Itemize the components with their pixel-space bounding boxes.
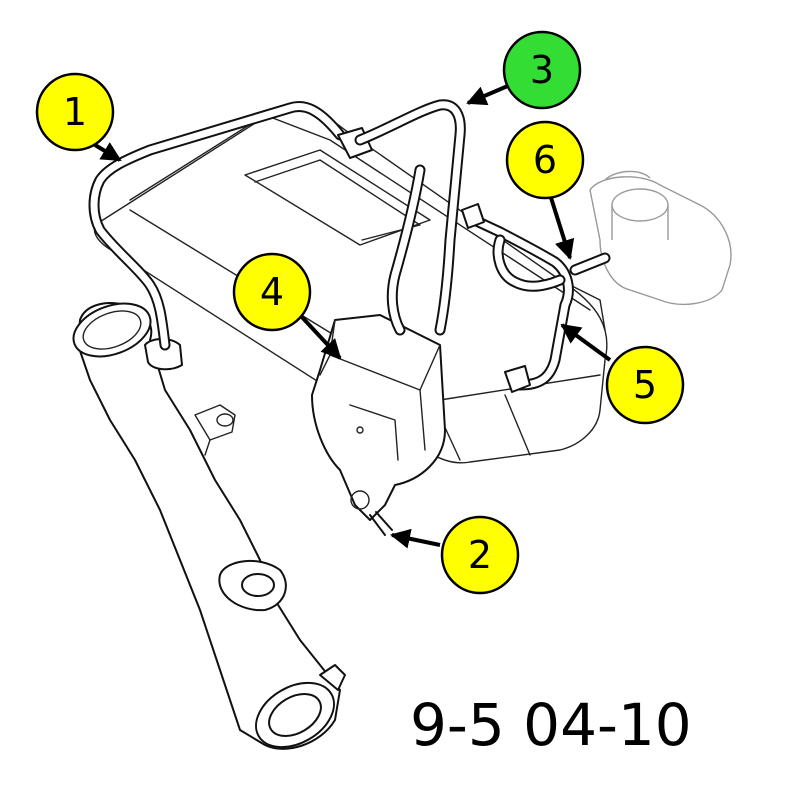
callout-3-label: 3: [530, 48, 554, 92]
canister: [311, 314, 446, 536]
callout-6: 6: [505, 120, 585, 200]
intake-duct: [72, 302, 346, 750]
leader-arrows: [93, 83, 612, 549]
arrow-4: [298, 313, 342, 360]
callout-4-label: 4: [260, 270, 284, 314]
callout-6-label: 6: [533, 138, 557, 182]
callout-3-circle: [502, 30, 582, 110]
background-component: [589, 170, 732, 305]
callout-3: 3: [502, 30, 582, 110]
callout-4: 4: [232, 252, 312, 332]
arrow-2: [390, 528, 441, 549]
callout-2: 2: [440, 515, 520, 595]
callout-6-circle: [505, 120, 585, 200]
arrow-5: [560, 323, 612, 362]
callout-5: 5: [605, 345, 685, 425]
callout-2-circle: [440, 515, 520, 595]
hose-3: [354, 99, 466, 336]
callout-5-circle: [605, 345, 685, 425]
diagram-id: 9-5 04-10: [410, 691, 692, 759]
arrow-3: [466, 83, 511, 106]
callout-1-circle: [35, 72, 115, 152]
callout-2-label: 2: [468, 533, 492, 577]
callout-4-circle: [232, 252, 312, 332]
hose-5-6: [461, 203, 611, 393]
callout-1: 1: [35, 72, 115, 152]
callout-1-label: 1: [63, 90, 87, 134]
callout-5-label: 5: [633, 363, 657, 407]
arrow-1: [93, 142, 122, 162]
